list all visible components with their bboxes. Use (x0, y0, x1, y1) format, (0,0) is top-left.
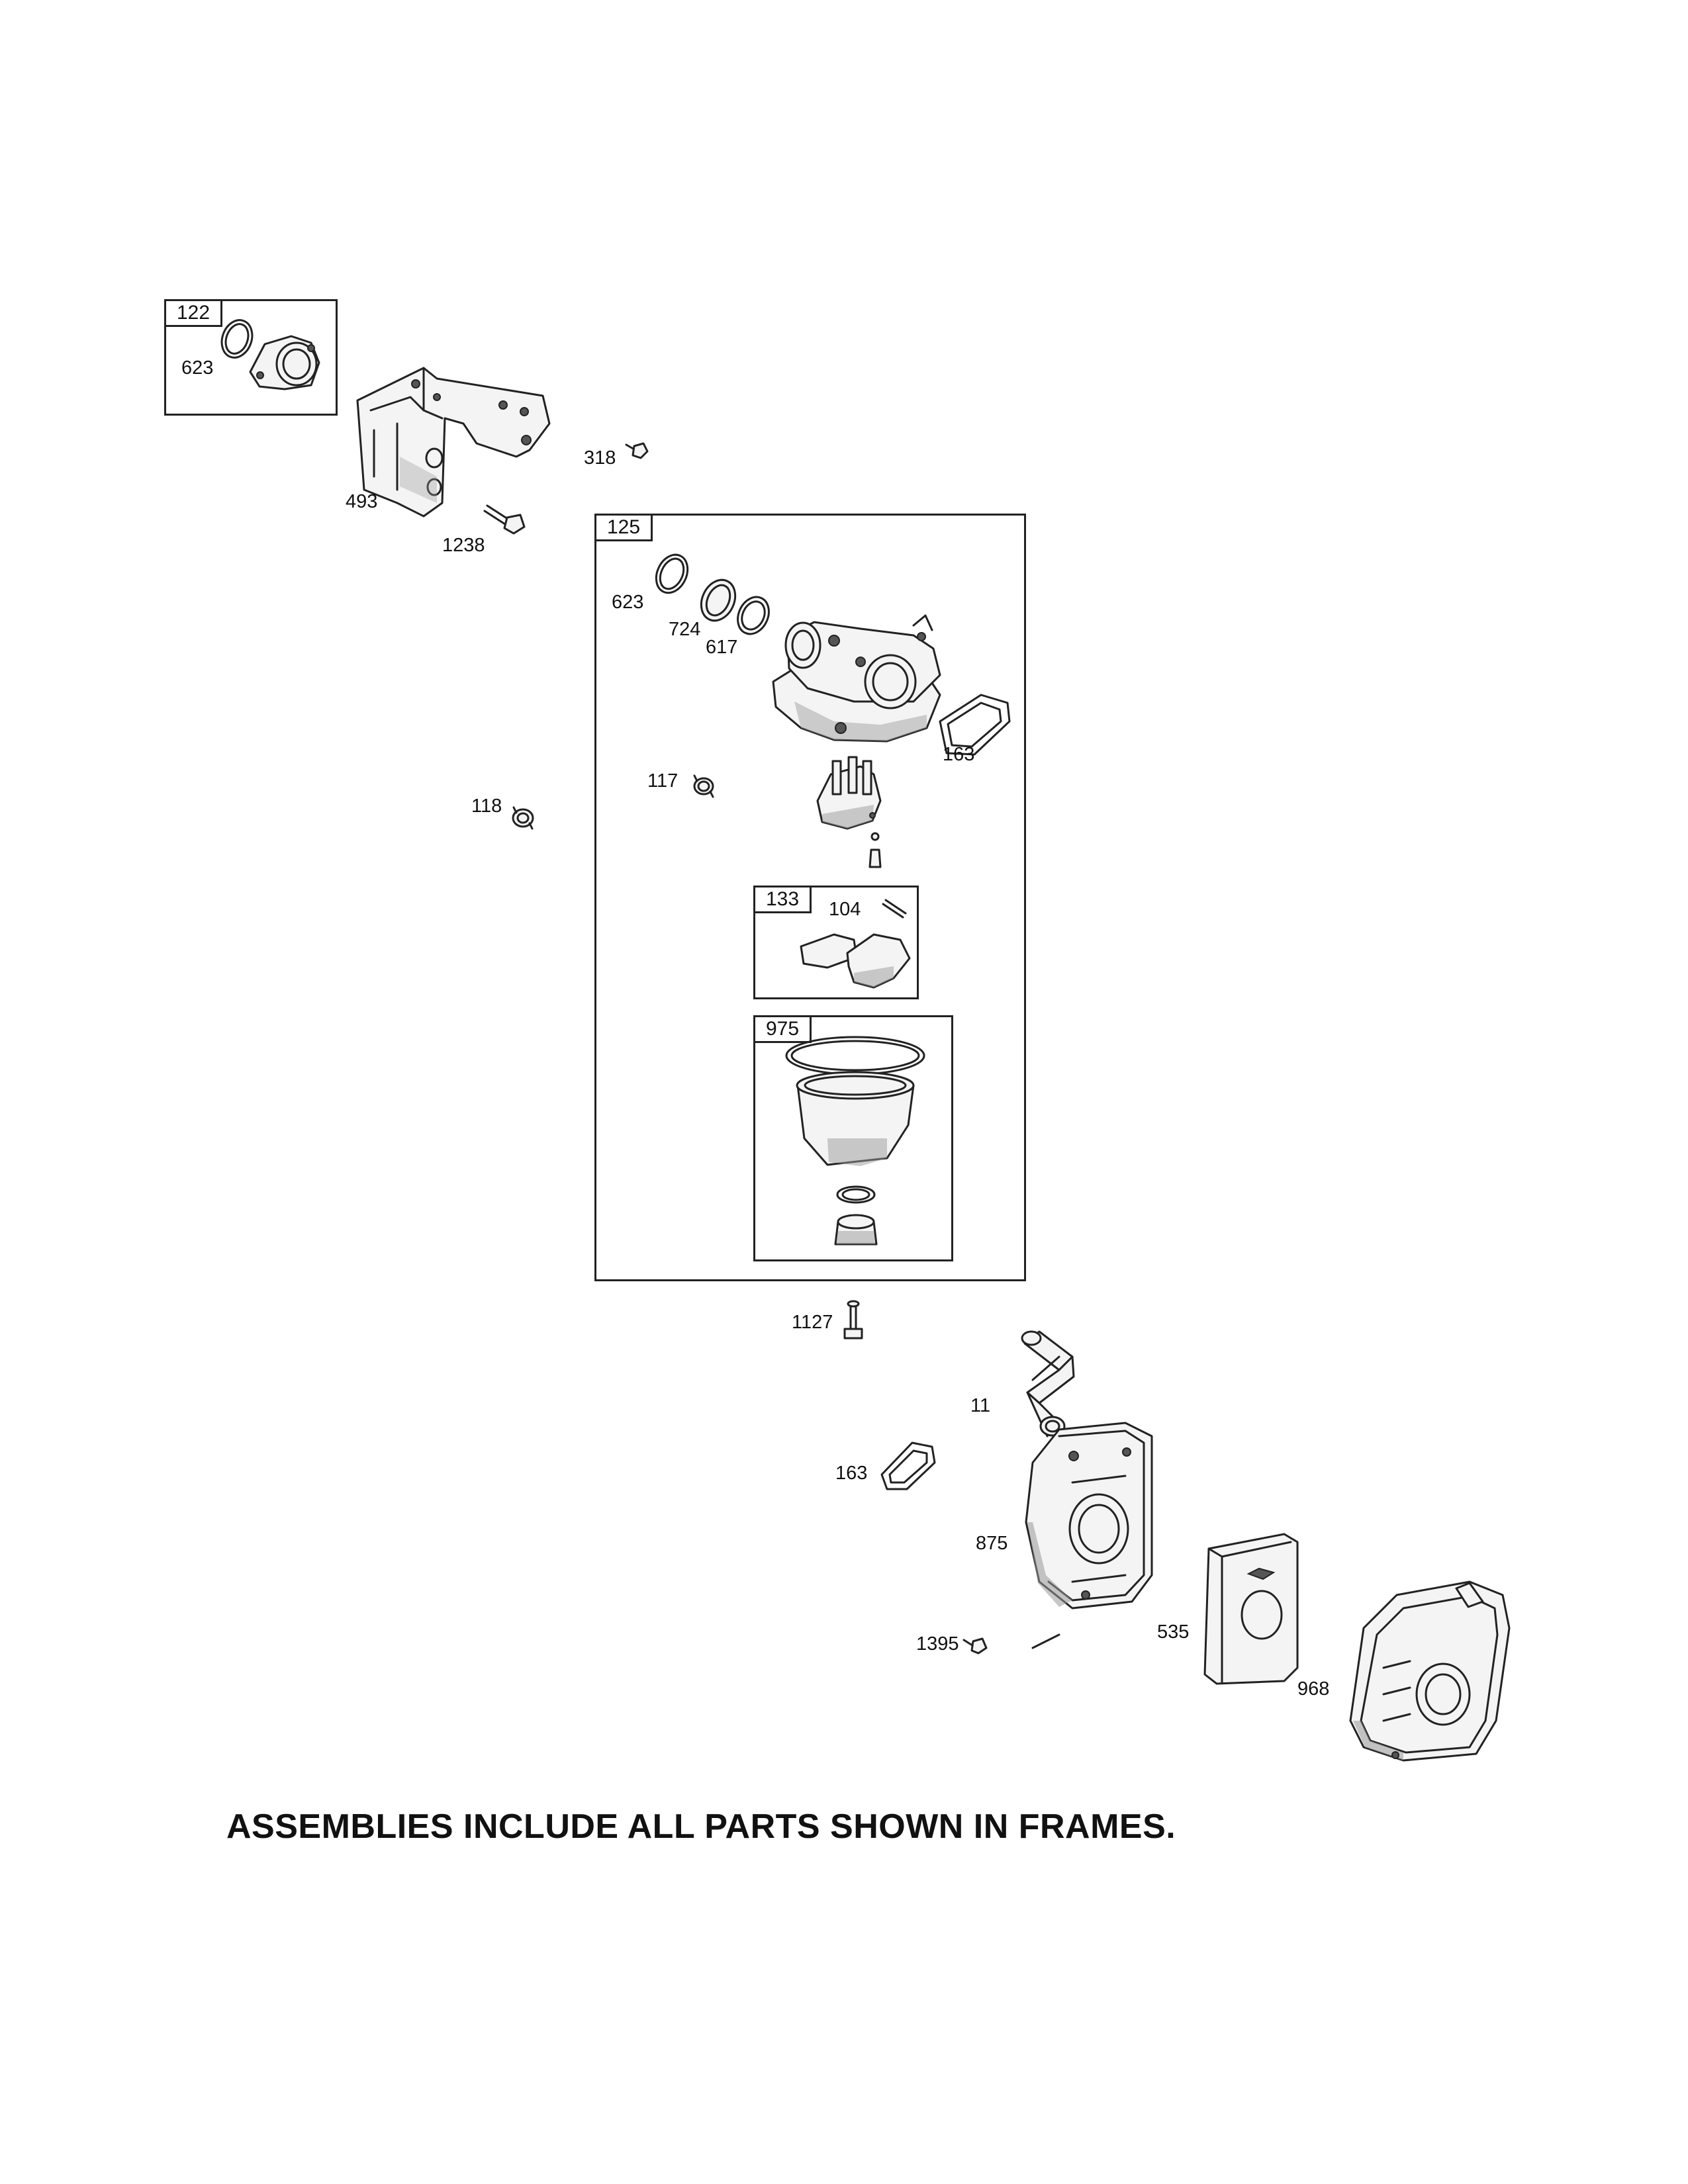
callout-724: 724 (669, 619, 701, 640)
bowl-seal-illustration (836, 1185, 876, 1204)
leader-lines (1031, 1355, 1060, 1649)
screw-318-illustration (625, 442, 649, 459)
frame-number-133: 133 (755, 887, 812, 913)
air-cleaner-base-875-illustration (1025, 1422, 1153, 1610)
assemblies-note: ASSEMBLIES INCLUDE ALL PARTS SHOWN IN FR… (226, 1807, 1176, 1846)
callout-535: 535 (1157, 1621, 1190, 1643)
float-bowl-975-illustration (796, 1071, 915, 1166)
callout-117: 117 (647, 770, 679, 792)
callout-104: 104 (829, 899, 861, 920)
callout-493: 493 (346, 491, 378, 512)
assembly-frame-975: 975 (753, 1015, 953, 1261)
screw-117-illustration (693, 774, 714, 798)
float-needle-illustration (868, 832, 882, 868)
callout-1127: 1127 (792, 1312, 833, 1333)
air-filter-535-illustration (1203, 1533, 1299, 1685)
callout-1395: 1395 (916, 1633, 959, 1655)
frame-number-975: 975 (755, 1017, 812, 1043)
float-illustration (800, 933, 911, 989)
assembly-frame-122: 122 (164, 299, 338, 416)
callout-318: 318 (584, 447, 616, 469)
screw-1395-illustration (962, 1637, 988, 1655)
callout-163-lower: 163 (835, 1463, 868, 1484)
air-cleaner-cover-968-illustration (1349, 1580, 1511, 1762)
bracket-493-illustration (356, 367, 551, 518)
callout-623-top: 623 (181, 357, 214, 379)
assembly-frame-125: 125 (594, 514, 1026, 1281)
bolt-1238-illustration (483, 504, 526, 535)
callout-163-upper: 163 (943, 744, 975, 765)
callout-118: 118 (471, 796, 502, 817)
assembly-frame-133: 133 (753, 886, 919, 999)
gasket-163-lower-illustration (880, 1441, 936, 1490)
spacer-724-illustration (700, 578, 737, 622)
callout-11: 11 (970, 1395, 991, 1416)
frame-number-125: 125 (596, 516, 653, 541)
frame-number-122: 122 (166, 301, 223, 327)
bolt-1127-illustration (843, 1300, 863, 1340)
callout-1238: 1238 (442, 535, 485, 556)
float-pin-104-illustration (882, 899, 907, 919)
carburetor-body-illustration (772, 614, 941, 743)
callout-968: 968 (1297, 1678, 1330, 1700)
bowl-nut-illustration (834, 1214, 878, 1246)
intake-elbow-illustration (249, 335, 320, 390)
float-bowl-bracket-illustration (816, 756, 882, 830)
breather-tube-11-illustration (1021, 1330, 1075, 1437)
callout-875: 875 (976, 1533, 1008, 1554)
o-ring-623-illustration (220, 319, 254, 359)
callout-617: 617 (706, 637, 738, 658)
callout-623: 623 (612, 592, 644, 613)
o-ring-623-125-illustration (655, 553, 689, 594)
gasket-617-illustration (737, 596, 770, 635)
gasket-163-illustration (939, 694, 1011, 756)
screw-118-illustration (512, 806, 534, 830)
bowl-gasket-illustration (785, 1036, 925, 1075)
